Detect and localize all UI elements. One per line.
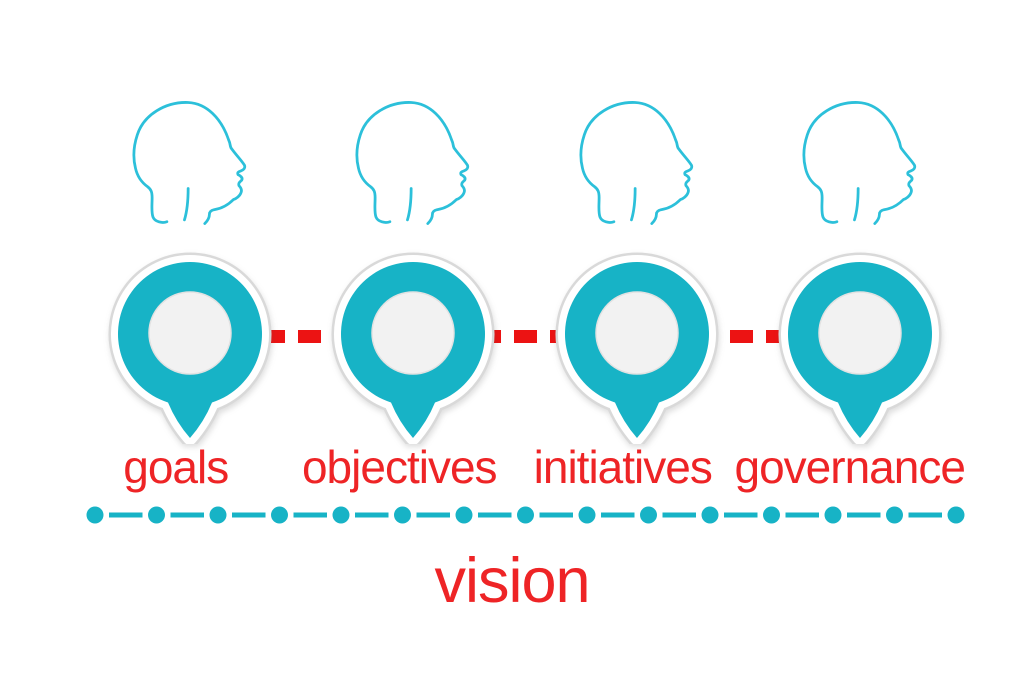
- stage-pin-cell: [749, 242, 973, 446]
- map-pin-icon: [768, 242, 952, 444]
- map-pin-icon: [98, 242, 282, 444]
- stage-label-goals: goals: [123, 441, 229, 493]
- head-profile-icon: [802, 101, 917, 225]
- map-pin-icon: [321, 242, 505, 444]
- stage-label-governance: governance: [734, 441, 966, 493]
- stage-label-initiatives: initiatives: [533, 441, 713, 493]
- vision-baseline-dotted-line: [86, 506, 965, 524]
- stage-head-cell: [525, 96, 749, 232]
- stage-pin-cell: [78, 242, 302, 446]
- stage-pin-cell: [525, 242, 749, 446]
- stage-pin-cell: [302, 242, 526, 446]
- head-profile-icon: [132, 101, 246, 225]
- head-profile-icon: [579, 101, 693, 225]
- map-pin-icon: [545, 242, 729, 444]
- stage-head-cell: [749, 96, 973, 232]
- heads-row: [78, 96, 972, 232]
- labels-row: goals objectives initiatives governance: [64, 441, 966, 493]
- stage-head-cell: [78, 96, 302, 232]
- pins-row: [78, 242, 972, 446]
- stage-head-cell: [302, 96, 526, 232]
- vision-label: vision: [434, 546, 590, 616]
- stage-label-objectives: objectives: [301, 441, 498, 493]
- head-profile-icon: [355, 101, 470, 225]
